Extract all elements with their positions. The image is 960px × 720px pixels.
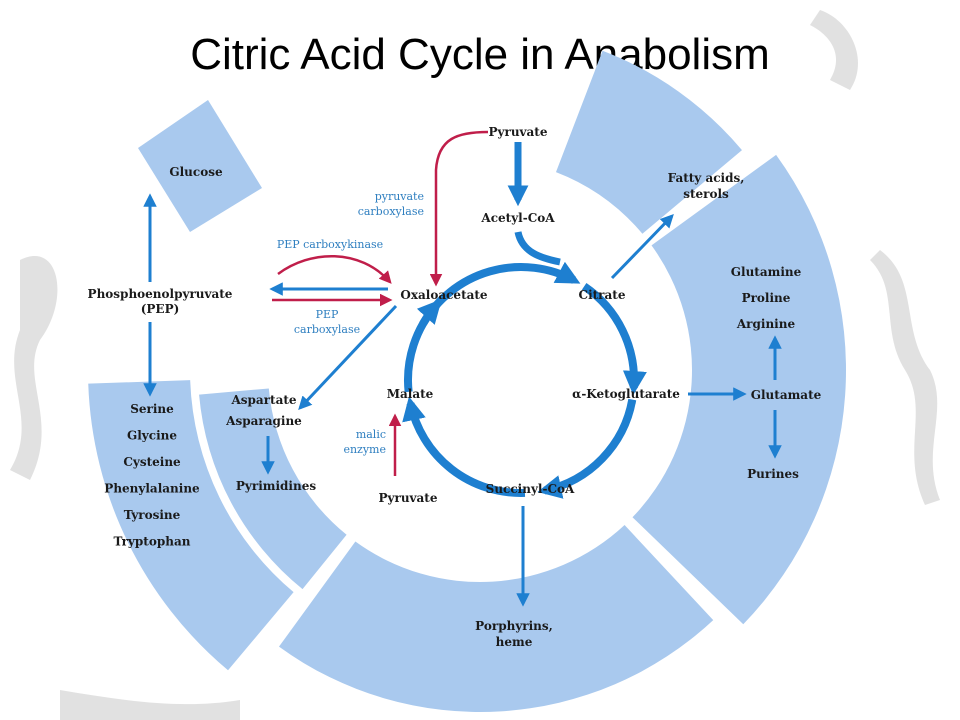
pathway-arrows [143, 142, 782, 607]
panel-porphyrins [278, 525, 714, 713]
cycle-arrows [402, 261, 647, 499]
label-pyrimidines: Pyrimidines [236, 479, 316, 493]
label-glutamate-group-2: Arginine [736, 317, 796, 331]
panel-aspartate [199, 388, 347, 590]
label-glucose: Glucose [169, 165, 223, 179]
amino-acids-serine-group: SerineGlycineCysteinePhenylalanineTyrosi… [104, 402, 200, 549]
label-acetyl-coa: Acetyl-CoA [480, 211, 555, 225]
arrow-oxaloacetate-aspartate [298, 304, 398, 410]
label-pep-carboxylase-2: carboxylase [294, 323, 360, 336]
label-pyruvate-carboxylase-2: carboxylase [358, 205, 424, 218]
label-malic-enzyme-2: enzyme [343, 443, 386, 456]
cycle-arc-malate-oxaloacetate [404, 299, 442, 393]
label-pyruvate-carboxylase-1: pyruvate [375, 190, 424, 203]
labels: Pyruvate Acetyl-CoA Oxaloacetate Citrate… [88, 125, 745, 505]
label-porphyrins-1: Porphyrins, [475, 619, 553, 633]
label-oxaloacetate: Oxaloacetate [400, 288, 488, 302]
label-pep-2: (PEP) [141, 302, 180, 316]
label-fatty-acids-1: Fatty acids, [668, 171, 745, 185]
label-succinyl-coa: Succinyl-CoA [486, 482, 575, 496]
label-pyruvate-top: Pyruvate [489, 125, 548, 139]
label-citrate: Citrate [579, 288, 626, 302]
label-fatty-acids-2: sterols [683, 187, 729, 201]
label-pyruvate-bottom: Pyruvate [379, 491, 438, 505]
label-amino-left-1: Glycine [127, 429, 177, 443]
label-pep-1: Phosphoenolpyruvate [88, 287, 233, 301]
label-purines: Purines [747, 467, 799, 481]
label-pep-carboxykinase: PEP carboxykinase [277, 238, 383, 251]
label-malate: Malate [387, 387, 434, 401]
cycle-arc-ketoglutarate-succinyl [537, 398, 637, 499]
panel-fatty-acids [555, 50, 742, 234]
label-porphyrins-2: heme [496, 635, 533, 649]
label-amino-left-4: Tyrosine [124, 508, 181, 522]
panel-serine [88, 380, 294, 671]
label-pep-carboxylase-1: PEP [316, 308, 339, 321]
label-amino-left-0: Serine [130, 402, 174, 416]
label-amino-left-3: Phenylalanine [104, 482, 200, 496]
arrow-acetylcoa-citrate [514, 231, 561, 266]
glucose-panel [138, 100, 262, 232]
label-amino-left-5: Tryptophan [114, 535, 191, 549]
cycle-arc-succinyl-malate [402, 396, 526, 497]
cycle-arc-citrate-ketoglutarate [581, 283, 647, 396]
label-glutamate-group-0: Glutamine [731, 265, 802, 279]
slide-title: Citric Acid Cycle in Anabolism [190, 30, 770, 79]
label-aspartate-group-1: Asparagine [225, 414, 302, 428]
label-ketoglutarate: α-Ketoglutarate [572, 387, 680, 401]
arrow-citrate-fattyacids [610, 214, 674, 280]
background-watermark [10, 10, 940, 720]
label-amino-left-2: Cysteine [123, 455, 181, 469]
arrow-pep-carboxykinase [277, 255, 392, 284]
label-aspartate-group-0: Aspartate [230, 393, 296, 407]
arrow-pyruvate-oxaloacetate [429, 130, 489, 287]
label-glutamate: Glutamate [751, 388, 822, 402]
anaplerotic-arrows [272, 130, 489, 476]
label-glutamate-group-1: Proline [742, 291, 791, 305]
label-malic-enzyme-1: malic [356, 428, 386, 441]
